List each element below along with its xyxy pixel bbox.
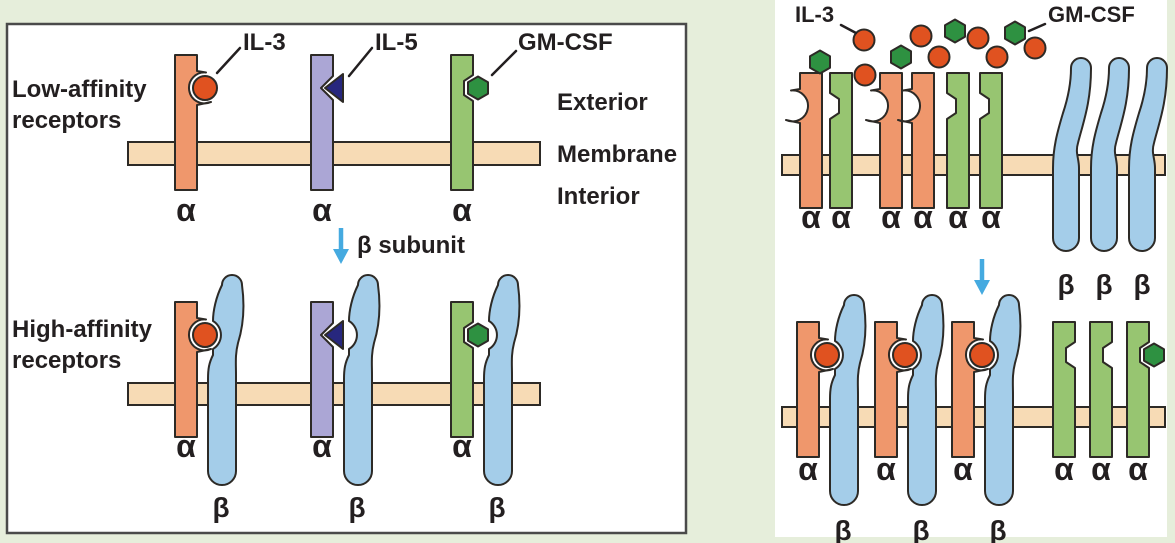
alpha-label: α <box>452 428 472 464</box>
gmcsf-ligand <box>1143 342 1165 368</box>
low-affinity-title-line2: receptors <box>12 107 121 134</box>
gmcsf-alpha-subunit <box>1089 321 1113 458</box>
alpha-label: α <box>1091 451 1111 487</box>
exterior-label: Exterior <box>557 89 648 116</box>
beta-subunit-arrow: β subunit <box>333 228 465 264</box>
alpha-label: α <box>831 199 851 235</box>
beta-label: β <box>834 515 851 543</box>
alpha-label: α <box>876 451 896 487</box>
alpha-label: α <box>948 199 968 235</box>
il3-label: IL-3 <box>243 29 286 56</box>
high-affinity-il3-receptor <box>796 294 867 506</box>
high-affinity-title-line1: High-affinity <box>12 316 153 343</box>
beta-label: β <box>1133 269 1150 300</box>
gmcsf-alpha-subunit <box>450 54 474 191</box>
il3-label: IL-3 <box>795 2 834 27</box>
il3-ligand <box>192 322 218 348</box>
gmcsf-alpha-subunit <box>829 72 853 209</box>
il5-alpha-subunit <box>310 54 334 191</box>
alpha-label: α <box>312 192 332 228</box>
il3-ligand <box>966 26 990 50</box>
il3-ligand <box>814 342 840 368</box>
il3-ligand <box>852 28 876 52</box>
high-affinity-il3-receptor <box>951 294 1022 506</box>
low-affinity-title-line1: Low-affinity <box>12 76 147 103</box>
assembly-arrow <box>974 259 990 295</box>
low-affinity-il3-receptor <box>174 54 218 191</box>
gmcsf-ligand <box>944 18 966 44</box>
beta-label: β <box>348 492 365 523</box>
alpha-label: α <box>801 199 821 235</box>
alpha-label: α <box>1054 451 1074 487</box>
il5-alpha-subunit <box>310 301 334 438</box>
il5-label: IL-5 <box>375 29 418 56</box>
gmcsf-ligand <box>467 75 489 101</box>
il3-pointer-line <box>215 46 242 75</box>
gmcsf-alpha-subunit <box>979 72 1003 209</box>
membrane-band-low-affinity <box>127 141 541 166</box>
alpha-label: α <box>312 428 332 464</box>
alpha-label: α <box>798 451 818 487</box>
high-affinity-il3-receptor <box>174 274 245 486</box>
il3-ligand <box>969 342 995 368</box>
interior-label: Interior <box>557 183 640 210</box>
gmcsf-alpha-subunit <box>946 72 970 209</box>
gmcsf-ligand <box>467 322 489 348</box>
il3-ligand <box>853 63 877 87</box>
membrane-label: Membrane <box>557 141 677 168</box>
il3-ligand <box>909 24 933 48</box>
right-panel: IL-3 GM-CSF α α α α α α β β β <box>775 0 1168 543</box>
il3-ligand <box>985 45 1009 69</box>
il3-ligand <box>1023 36 1047 60</box>
beta-label: β <box>989 515 1006 543</box>
alpha-label: α <box>1128 451 1148 487</box>
gmcsf-pointer-line <box>1027 22 1047 33</box>
gmcsf-ligand <box>1004 20 1026 46</box>
il3-ligand <box>927 45 951 69</box>
high-affinity-title-line2: receptors <box>12 347 121 374</box>
left-panel: IL-3 IL-5 GM-CSF Low-affinity receptors … <box>5 22 688 535</box>
alpha-label: α <box>981 199 1001 235</box>
gmcsf-label: GM-CSF <box>1048 2 1135 27</box>
il3-pointer-line <box>839 23 858 35</box>
alpha-label: α <box>452 192 472 228</box>
alpha-label: α <box>176 192 196 228</box>
beta-label: β <box>212 492 229 523</box>
gmcsf-alpha-subunit <box>1126 321 1150 458</box>
alpha-label: α <box>176 428 196 464</box>
down-arrow-head <box>333 249 349 264</box>
beta-label: β <box>488 492 505 523</box>
down-arrow-head <box>974 280 990 295</box>
il3-ligand <box>892 342 918 368</box>
alpha-label: α <box>913 199 933 235</box>
beta-label: β <box>1095 269 1112 300</box>
alpha-label: α <box>953 451 973 487</box>
beta-label: β <box>1057 269 1074 300</box>
gmcsf-alpha-subunit <box>450 301 474 438</box>
high-affinity-il3-receptor <box>874 294 945 506</box>
il5-pointer-line <box>347 46 374 78</box>
gmcsf-alpha-subunit <box>1052 321 1076 458</box>
alpha-label: α <box>881 199 901 235</box>
il3-ligand <box>192 75 218 101</box>
gmcsf-label: GM-CSF <box>518 29 613 56</box>
beta-label: β <box>912 515 929 543</box>
beta-subunit-label: β subunit <box>357 232 465 259</box>
gmcsf-ligand <box>890 44 912 70</box>
gmcsf-ligand <box>809 49 831 75</box>
gmcsf-pointer-line <box>490 49 518 77</box>
